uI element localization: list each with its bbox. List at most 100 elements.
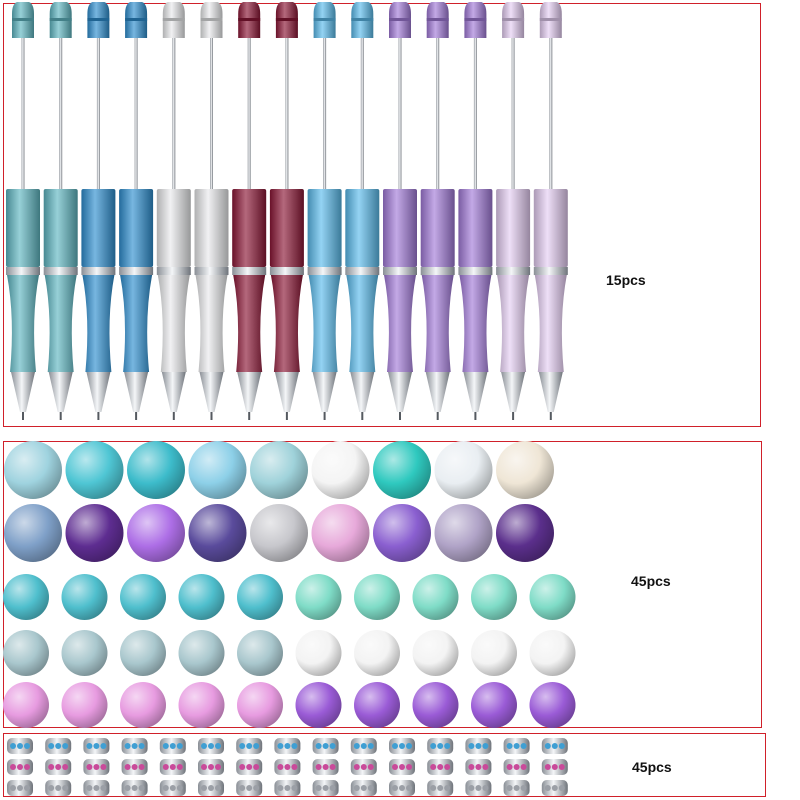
bead (412, 682, 459, 728)
pen (81, 2, 116, 420)
spacer-bead (159, 780, 186, 796)
spacer-bead (503, 759, 530, 775)
spacer-bead (541, 759, 568, 775)
spacer-bead (236, 780, 263, 796)
bead (178, 630, 225, 676)
spacer-bead (350, 780, 377, 796)
bead (412, 630, 459, 676)
pen (345, 2, 380, 420)
beads-count-label: 45pcs (631, 573, 671, 589)
spacer-bead (350, 759, 377, 775)
bead (61, 574, 108, 620)
bead (471, 682, 517, 728)
spacer-bead (274, 780, 301, 796)
spacer-bead (503, 780, 530, 796)
bead (178, 682, 225, 728)
bead (354, 630, 400, 676)
bead (311, 441, 370, 499)
spacer-bead (236, 738, 263, 754)
bead (237, 682, 283, 728)
spacer-bead (427, 780, 454, 796)
bead (120, 630, 166, 676)
bead (496, 504, 554, 562)
spacer-bead (7, 780, 33, 796)
spacer-bead (159, 759, 186, 775)
bead (412, 574, 459, 620)
spacer-bead (389, 738, 415, 754)
bead (127, 504, 185, 562)
pen (383, 2, 417, 420)
spacer-beads-panel (3, 733, 766, 797)
bead (127, 441, 185, 499)
bead (529, 574, 576, 620)
pen (269, 2, 304, 420)
bead (250, 504, 308, 562)
spacer-bead (236, 759, 263, 775)
beads-panel (3, 441, 762, 728)
beads-group (3, 441, 576, 728)
spacer-bead (427, 738, 454, 754)
spacer-bead (465, 759, 492, 775)
pen (458, 2, 493, 420)
spacer-bead (121, 738, 148, 754)
bead (120, 574, 166, 620)
spacer-bead (45, 759, 72, 775)
spacer-bead (541, 738, 568, 754)
bead (529, 682, 576, 728)
spacer-bead (274, 738, 301, 754)
spacer-bead (541, 780, 568, 796)
spacer-bead (45, 738, 72, 754)
spacer-bead (83, 780, 110, 796)
bead (188, 504, 247, 562)
spacer-bead (312, 738, 339, 754)
spacer-bead (312, 759, 339, 775)
pen (496, 2, 531, 420)
pen (6, 2, 40, 420)
bead (3, 630, 49, 676)
bead (311, 504, 370, 562)
spacer-bead (465, 780, 492, 796)
bead (496, 441, 554, 499)
spacer-bead (83, 759, 110, 775)
spacer-bead (45, 780, 72, 796)
bead (237, 630, 283, 676)
spacer-bead (198, 780, 224, 796)
bead (471, 574, 517, 620)
bead (434, 441, 493, 499)
bead (295, 682, 342, 728)
bead (373, 441, 431, 499)
bead (188, 441, 247, 499)
spacer-bead (465, 738, 492, 754)
bead (237, 574, 283, 620)
spacer-bead (198, 738, 224, 754)
bead (471, 630, 517, 676)
bead (4, 441, 62, 499)
bead (61, 630, 108, 676)
spacer-bead (83, 738, 110, 754)
bead (120, 682, 166, 728)
pens-group (6, 2, 568, 420)
pens-count-label: 15pcs (606, 272, 646, 288)
pens-panel (3, 3, 761, 427)
pen (43, 2, 78, 420)
spacer-bead (121, 759, 148, 775)
bead (250, 441, 308, 499)
spacer-beads-count-label: 45pcs (632, 759, 672, 775)
bead (295, 630, 342, 676)
pen (307, 2, 342, 420)
bead (373, 504, 431, 562)
pen (420, 2, 455, 420)
pen (156, 2, 191, 420)
spacer-bead (198, 759, 224, 775)
bead (3, 682, 49, 728)
bead (61, 682, 108, 728)
spacer-bead (427, 759, 454, 775)
bead (295, 574, 342, 620)
bead (178, 574, 225, 620)
pen (533, 2, 568, 420)
bead (3, 574, 49, 620)
spacer-bead (7, 759, 33, 775)
bead (4, 504, 62, 562)
bead (65, 441, 124, 499)
